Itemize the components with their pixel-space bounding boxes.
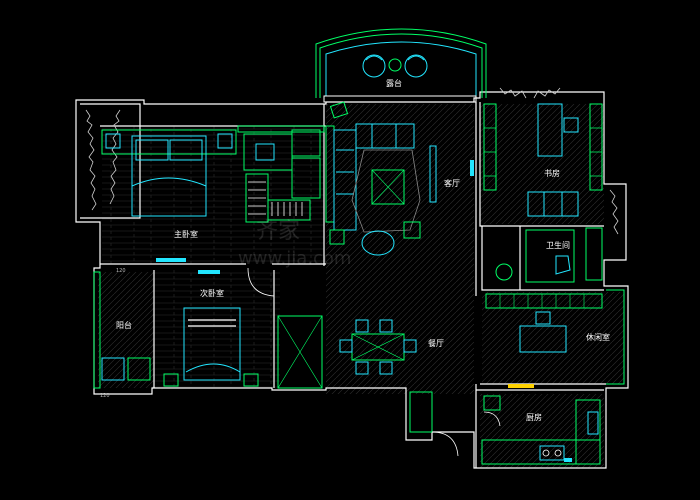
washing-machine-icon xyxy=(101,357,125,381)
room-label-balcony-left: 阳台 xyxy=(116,320,132,330)
coffee-table xyxy=(371,169,405,205)
door-marker xyxy=(508,384,534,388)
walls xyxy=(75,91,629,469)
balcony-top: 露台 xyxy=(315,28,487,103)
balcony-chair xyxy=(362,54,428,78)
sofa xyxy=(333,129,357,231)
armchair-icon xyxy=(361,230,395,256)
second-bedroom: 次卧室 xyxy=(163,267,323,389)
desk xyxy=(519,325,567,353)
chair-icon xyxy=(563,117,579,133)
room-label-kitchen: 厨房 xyxy=(526,412,542,422)
chair-icon xyxy=(535,311,551,325)
dimension-balcony-width: 120 xyxy=(116,268,126,274)
bathroom: 卫生间 xyxy=(495,227,603,283)
watermark-domain: www.jia.com xyxy=(238,248,351,269)
single-bed xyxy=(183,307,241,381)
room-label-second-bedroom: 次卧室 xyxy=(200,288,224,298)
dimension-balcony-bottom: 120 xyxy=(100,393,110,399)
living-room: 客厅 xyxy=(325,101,474,256)
room-label-balcony-top: 露台 xyxy=(386,78,402,88)
room-label-bathroom: 卫生间 xyxy=(546,240,570,250)
stove-icon xyxy=(539,445,565,461)
room-label-living-room: 客厅 xyxy=(444,178,460,188)
room-label-leisure-room: 休闲室 xyxy=(586,332,610,342)
chair-icon xyxy=(255,143,275,161)
master-bedroom: 主卧室 xyxy=(101,125,325,262)
toilet-icon xyxy=(555,255,571,275)
room-label-study: 书房 xyxy=(544,168,560,178)
floor-fills xyxy=(98,104,624,468)
balcony-left: 阳台 120 120 xyxy=(93,268,151,399)
room-label-dining-room: 餐厅 xyxy=(428,339,444,348)
room-label-master-bedroom: 主卧室 xyxy=(174,229,198,239)
sink-icon xyxy=(587,411,599,435)
dining-room: 餐厅 xyxy=(339,319,459,457)
desk xyxy=(537,103,563,157)
sink-icon xyxy=(495,263,513,281)
watermark: 齐家 www.jia.com xyxy=(238,219,351,269)
double-bed xyxy=(131,135,207,217)
sofa xyxy=(527,191,579,217)
plants-right xyxy=(609,189,619,235)
watermark-brand: 齐家 xyxy=(256,219,300,244)
study: 书房 xyxy=(483,87,603,217)
kitchen: 厨房 xyxy=(481,395,601,465)
leisure-room: 休闲室 xyxy=(485,289,625,388)
